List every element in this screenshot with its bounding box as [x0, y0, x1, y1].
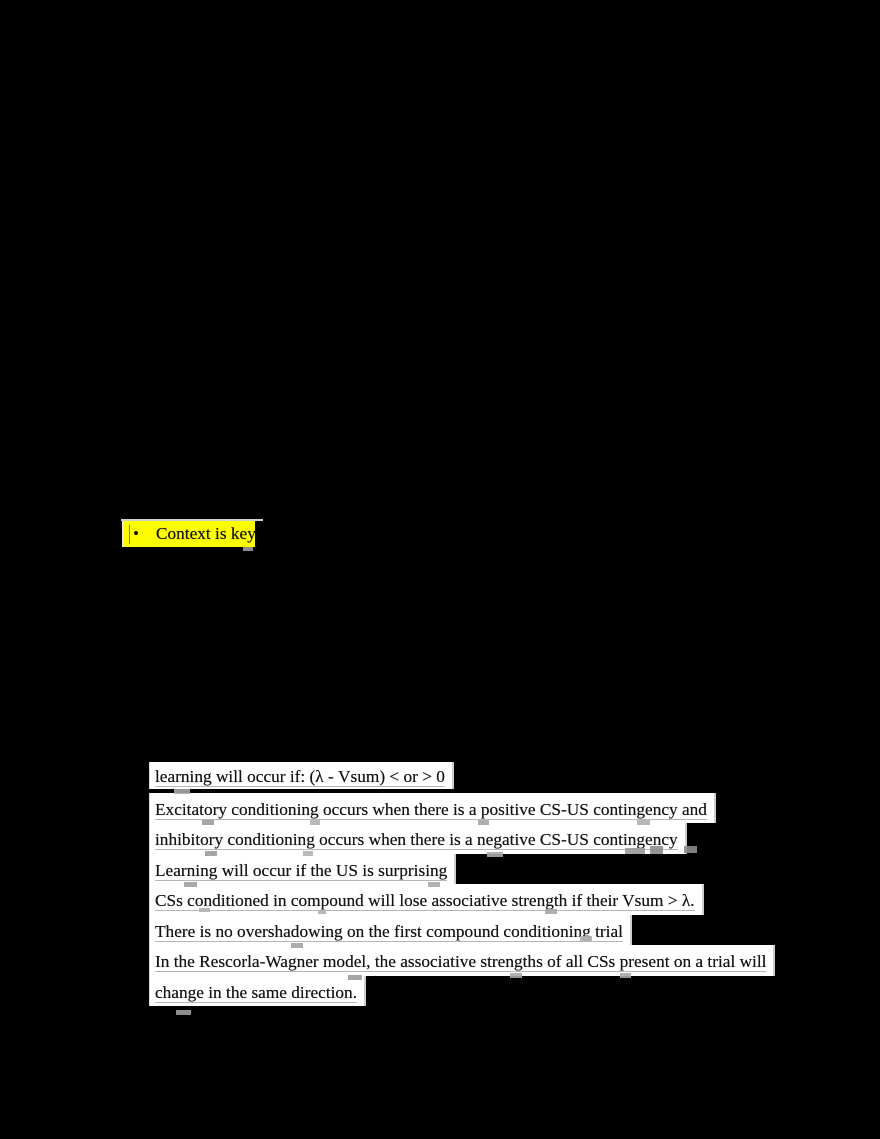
text-strip: CSs conditioned in compound will lose as…	[149, 884, 704, 915]
scan-artifact	[620, 973, 631, 978]
note-line-text: inhibitory conditioning occurs when ther…	[155, 830, 678, 850]
scan-artifact	[199, 908, 210, 912]
scan-artifact	[637, 820, 650, 825]
text-strip: There is no overshadowing on the first c…	[149, 914, 632, 945]
highlight-top-edge	[121, 519, 263, 521]
note-line-text: In the Rescorla-Wagner model, the associ…	[155, 952, 767, 972]
text-strip: inhibitory conditioning occurs when ther…	[149, 823, 687, 854]
scan-artifact	[174, 789, 190, 794]
notes-block: learning will occur if: (λ - Vsum) < or …	[149, 762, 776, 1006]
scan-artifact	[318, 910, 326, 914]
scan-artifact	[650, 846, 663, 854]
note-line-text: CSs conditioned in compound will lose as…	[155, 891, 695, 911]
yellow-highlight-box: • Context is key	[122, 521, 256, 547]
note-line: CSs conditioned in compound will lose as…	[149, 884, 775, 915]
scan-artifact	[176, 1010, 191, 1015]
scan-artifact	[184, 882, 197, 887]
scan-artifact	[291, 943, 303, 948]
scan-artifact	[478, 820, 489, 825]
note-line-text: Learning will occur if the US is surpris…	[155, 860, 448, 881]
text-strip: Excitatory conditioning occurs when ther…	[149, 792, 716, 823]
cursor-artifact	[129, 525, 130, 544]
note-line-text: change in the same direction.	[155, 982, 358, 1003]
text-strip: change in the same direction.	[149, 975, 367, 1006]
highlighted-bullet-item: • Context is key	[121, 519, 267, 555]
scan-artifact	[510, 973, 522, 978]
scan-artifact	[202, 820, 214, 825]
bullet-icon: •	[133, 524, 140, 543]
scan-artifact	[205, 851, 217, 856]
note-line-text: Excitatory conditioning occurs when ther…	[155, 799, 707, 820]
text-strip: learning will occur if: (λ - Vsum) < or …	[149, 762, 454, 789]
scan-artifact	[684, 846, 697, 853]
note-line: In the Rescorla-Wagner model, the associ…	[149, 945, 776, 976]
note-line: learning will occur if: (λ - Vsum) < or …	[149, 762, 775, 793]
note-line: Learning will occur if the US is surpris…	[149, 853, 775, 884]
highlighted-note-text: Context is key	[156, 524, 256, 543]
note-line: Excitatory conditioning occurs when ther…	[149, 792, 775, 823]
scan-artifact	[428, 882, 440, 887]
text-strip: Learning will occur if the US is surpris…	[149, 853, 457, 884]
note-line: There is no overshadowing on the first c…	[149, 914, 775, 945]
scan-artifact	[303, 851, 313, 856]
note-line: inhibitory conditioning occurs when ther…	[149, 823, 775, 854]
scan-artifact	[310, 820, 320, 825]
text-strip: In the Rescorla-Wagner model, the associ…	[149, 945, 776, 976]
note-line-text: learning will occur if: (λ - Vsum) < or …	[155, 767, 445, 787]
scan-artifact	[545, 909, 557, 914]
scan-artifact	[243, 547, 253, 551]
scan-artifact	[487, 852, 503, 857]
note-line-text: There is no overshadowing on the first c…	[155, 921, 623, 942]
scan-artifact	[348, 975, 362, 980]
note-line: change in the same direction.	[149, 975, 775, 1006]
scan-artifact	[625, 848, 645, 854]
scan-artifact	[580, 936, 592, 941]
